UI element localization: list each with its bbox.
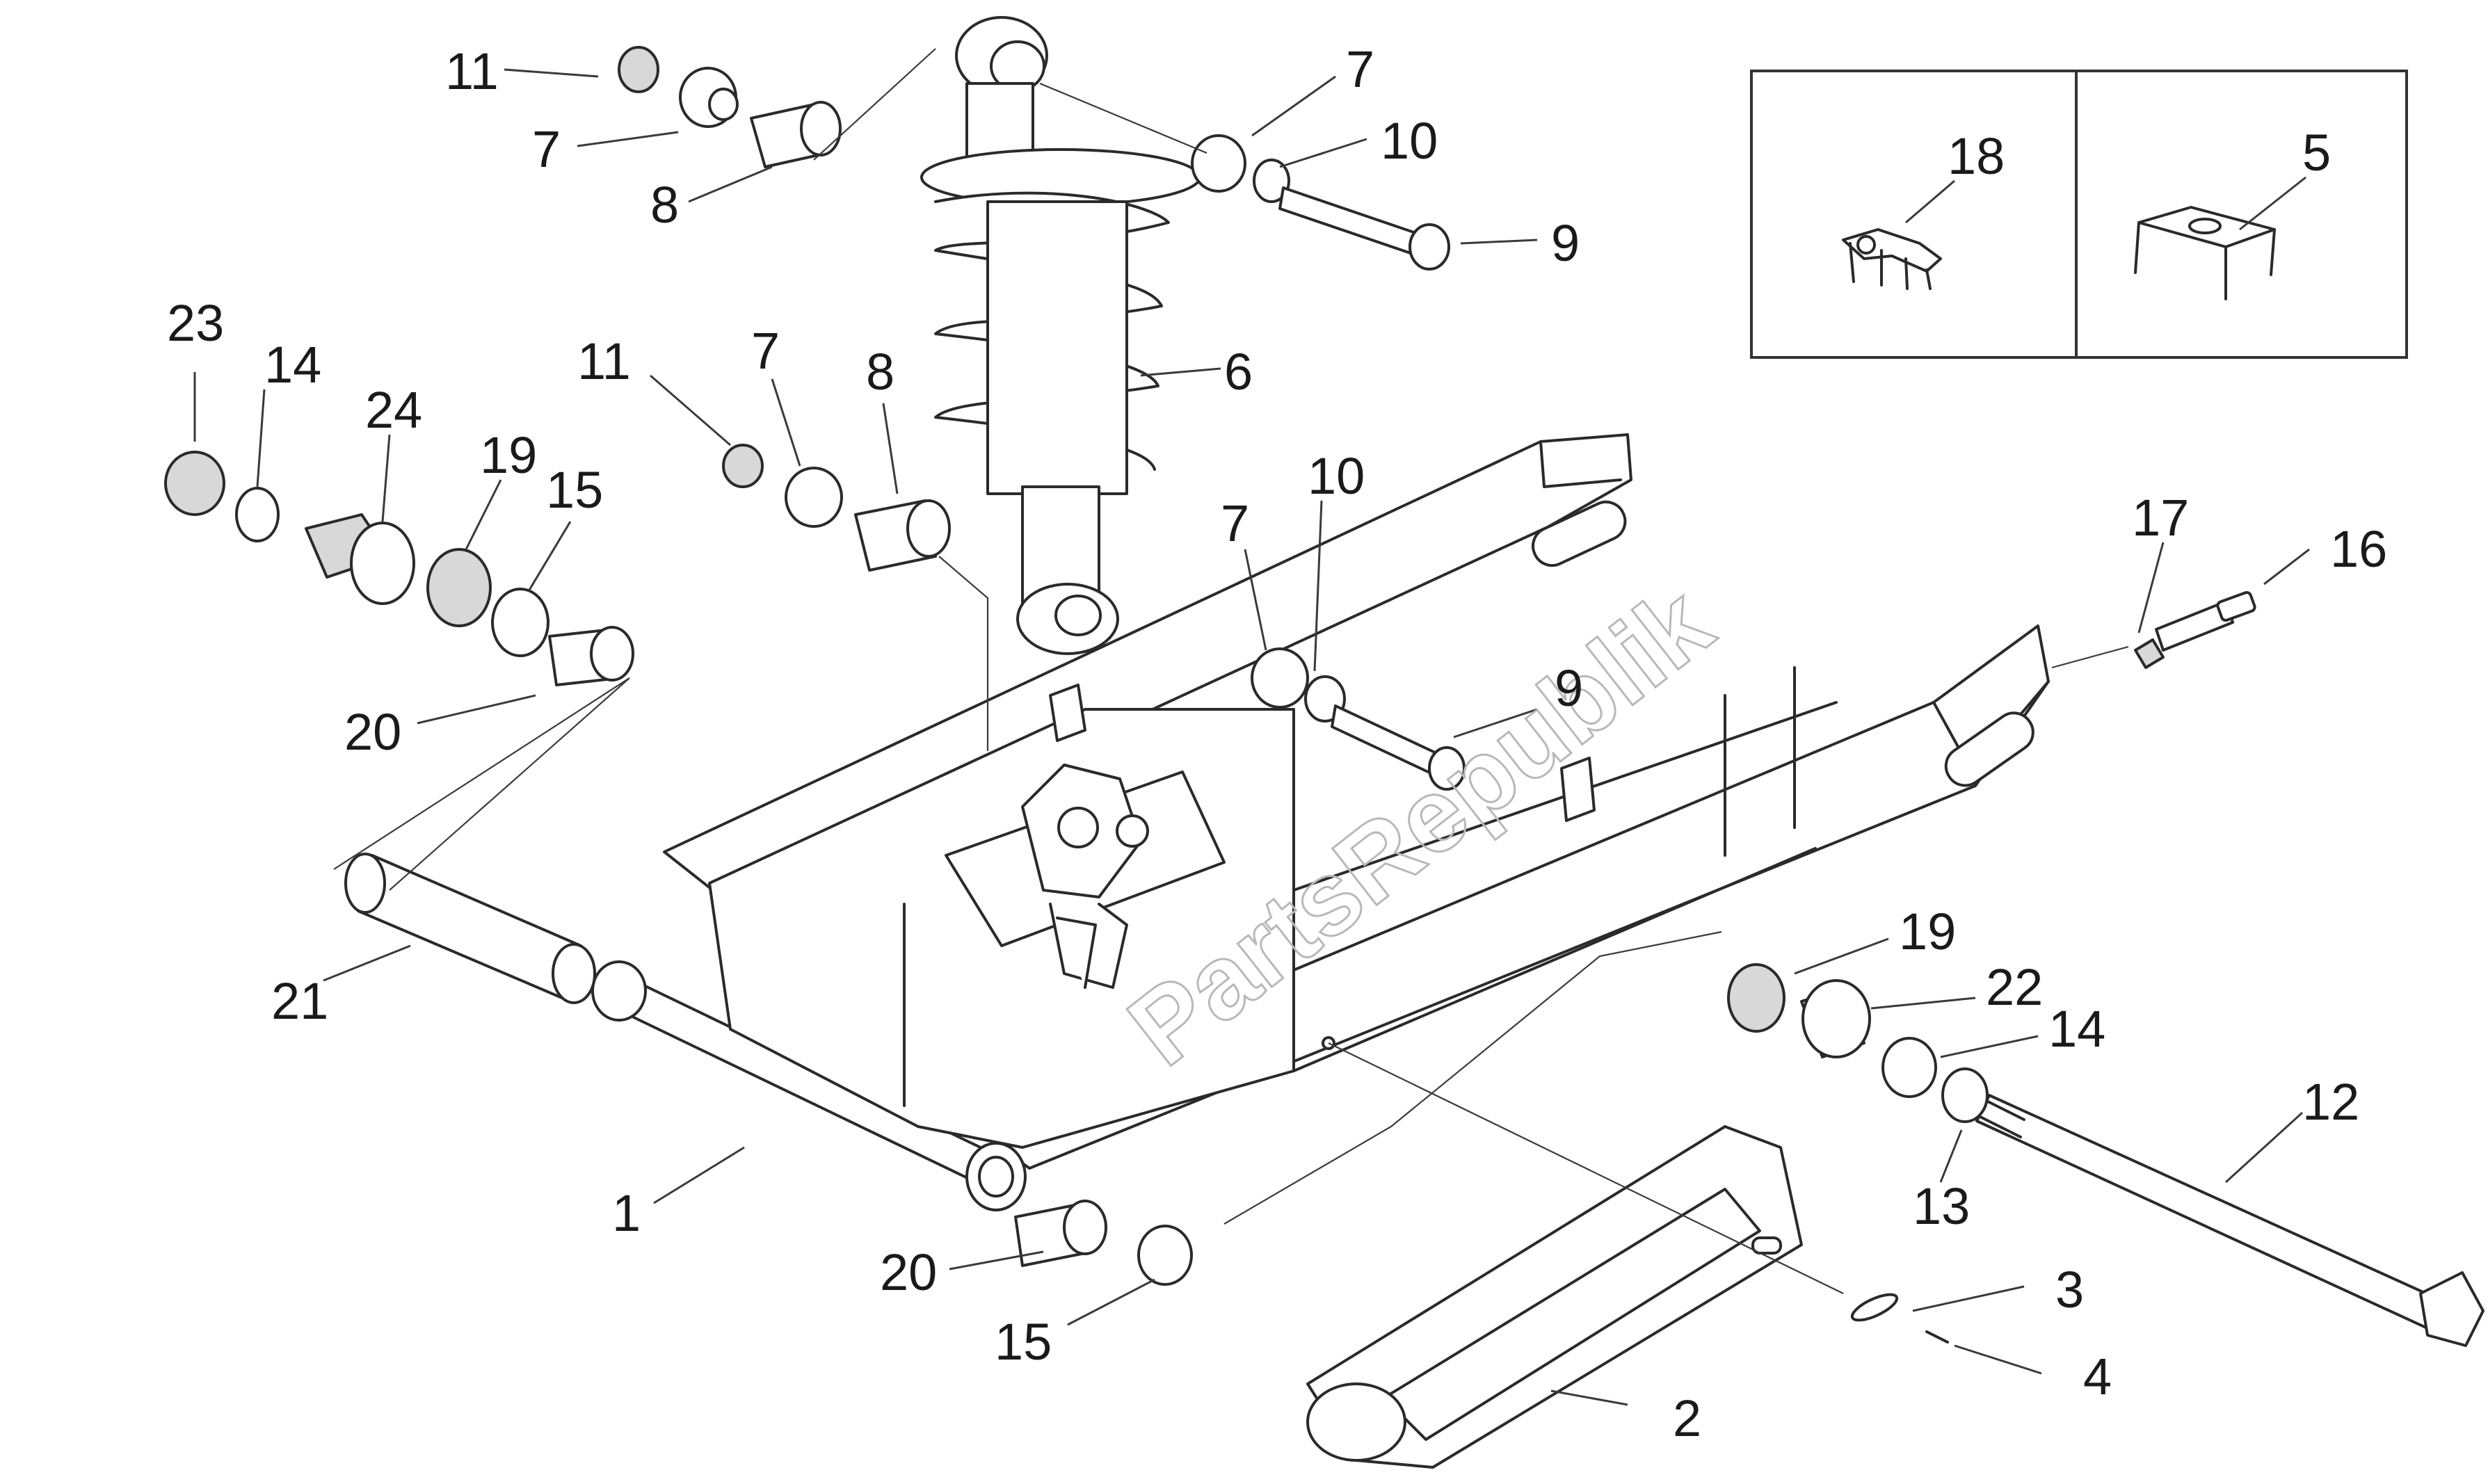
- callout-1: 1: [612, 1184, 641, 1242]
- callout-3: 3: [2055, 1261, 2084, 1318]
- callout-6: 6: [1224, 343, 1253, 401]
- chain-guard-part-2: [1306, 1125, 1803, 1469]
- callout-7: 7: [532, 120, 561, 178]
- callout-5: 5: [2302, 124, 2331, 182]
- callout-14: 14: [2048, 1000, 2105, 1058]
- callout-8: 8: [650, 176, 679, 234]
- callout-9: 9: [1551, 214, 1580, 272]
- callout-7: 7: [1346, 40, 1374, 98]
- callout-15: 15: [546, 461, 603, 519]
- callout-24: 24: [365, 381, 422, 439]
- callout-21: 21: [271, 972, 328, 1030]
- callout-11: 11: [445, 42, 499, 100]
- callout-2: 2: [1673, 1389, 1701, 1447]
- bracket-part-5: [2134, 206, 2276, 300]
- callout-14: 14: [264, 336, 321, 394]
- leader-lines: [193, 68, 2310, 1406]
- inset-box: [1750, 70, 2408, 359]
- swingarm-part-1: [591, 433, 2050, 1211]
- callout-10: 10: [1308, 447, 1365, 505]
- callout-20: 20: [880, 1243, 937, 1301]
- callout-10: 10: [1381, 112, 1438, 170]
- callout-16: 16: [2330, 520, 2387, 578]
- hardware: [164, 46, 2256, 1344]
- callout-11: 11: [577, 332, 631, 390]
- callout-8: 8: [866, 343, 894, 401]
- callout-13: 13: [1913, 1177, 1970, 1235]
- callout-labels: 11 7 8 7 10 9 18 5 23 14 24 19 15 20 11 …: [167, 40, 2387, 1447]
- callout-12: 12: [2302, 1073, 2359, 1131]
- callout-20: 20: [344, 703, 401, 761]
- clip-part-18: [1842, 228, 1942, 290]
- callout-19: 19: [1899, 903, 1956, 960]
- callout-4: 4: [2083, 1348, 2112, 1405]
- callout-18: 18: [1948, 127, 2005, 185]
- callout-7: 7: [1221, 494, 1249, 552]
- callout-23: 23: [167, 294, 224, 352]
- shock-absorber-part-6: [920, 16, 1201, 655]
- assembly-lines: [333, 48, 2129, 1294]
- callout-17: 17: [2132, 489, 2189, 547]
- callout-9: 9: [1555, 659, 1583, 717]
- spindle-part-12: [1975, 1094, 2485, 1347]
- callout-22: 22: [1986, 958, 2043, 1016]
- callout-19: 19: [480, 426, 537, 484]
- callout-7: 7: [751, 322, 780, 380]
- callout-15: 15: [995, 1313, 1052, 1371]
